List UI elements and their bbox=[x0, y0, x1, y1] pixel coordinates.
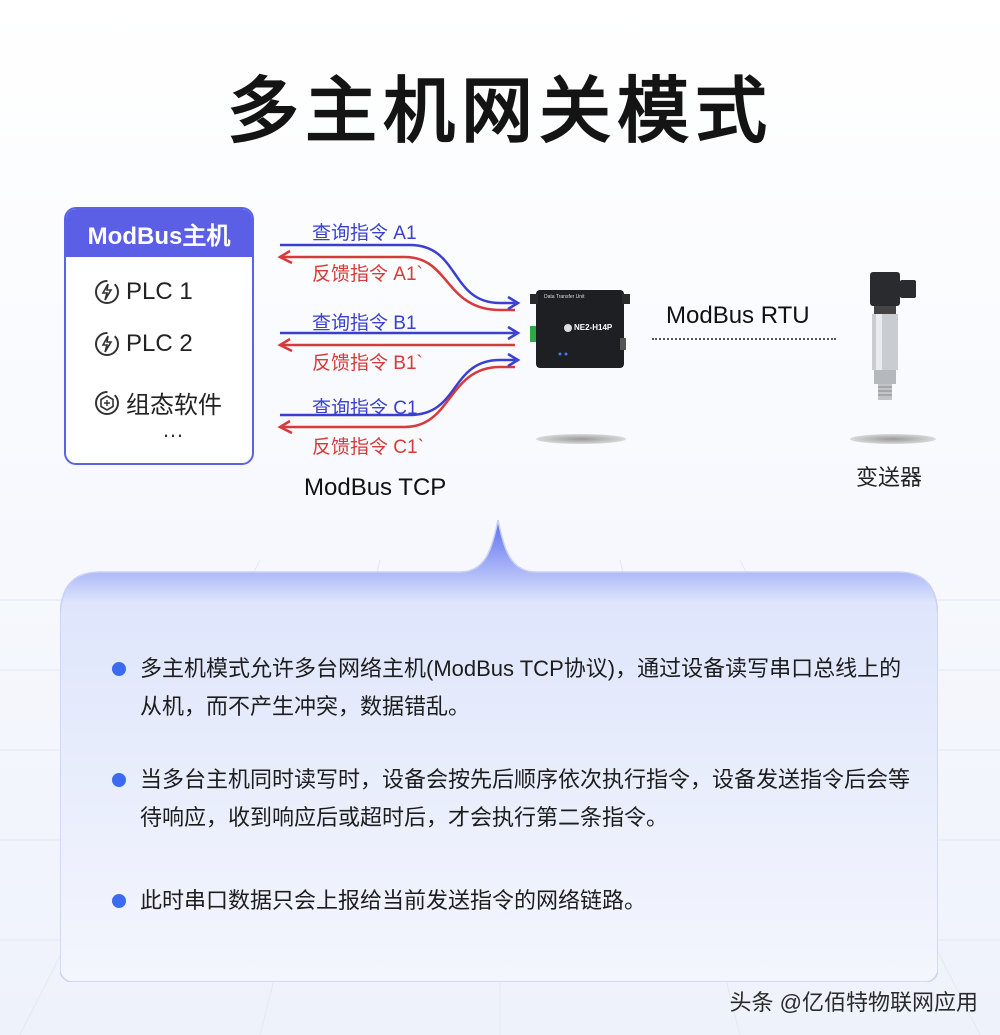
feedback-command-a1: 反馈指令 A1` bbox=[312, 264, 423, 285]
master-item-scada: 组态软件 bbox=[92, 385, 222, 420]
command-arrows bbox=[277, 243, 521, 435]
device-model-label: NE2-H14P bbox=[574, 323, 613, 332]
bullet-text: 当多台主机同时读写时，设备会按先后顺序依次执行指令，设备发送指令后会等待响应，收… bbox=[140, 767, 911, 830]
bullet-dot bbox=[112, 773, 126, 787]
page-title: 多主机网关模式 bbox=[226, 72, 773, 152]
query-command-b1: 查询指令 B1 bbox=[312, 313, 417, 334]
protocol-tcp-label: ModBus TCP bbox=[304, 474, 447, 501]
protocol-rtu-label: ModBus RTU bbox=[666, 302, 810, 329]
master-more-ellipsis: … bbox=[162, 417, 186, 442]
master-box-header: ModBus主机 bbox=[66, 209, 252, 257]
description-panel bbox=[60, 520, 938, 982]
query-command-c1: 查询指令 C1 bbox=[312, 398, 418, 419]
description-bullet-1: 多主机模式允许多台网络主机(ModBus TCP协议)，通过设备读写串口总线上的… bbox=[112, 650, 912, 726]
software-icon bbox=[95, 390, 119, 415]
master-item-plc1: PLC 1 bbox=[92, 277, 193, 307]
master-item-label: 组态软件 bbox=[126, 392, 222, 419]
transmitter-sensor-image bbox=[870, 272, 916, 400]
device-top-label: Data Transfer Unit bbox=[544, 294, 585, 300]
bullet-text: 多主机模式允许多台网络主机(ModBus TCP协议)，通过设备读写串口总线上的… bbox=[140, 656, 902, 719]
query-command-a1: 查询指令 A1 bbox=[312, 223, 417, 244]
feedback-command-c1: 反馈指令 C1` bbox=[312, 437, 424, 458]
bullet-dot bbox=[112, 662, 126, 676]
bullet-dot bbox=[112, 894, 126, 908]
transmitter-label: 变送器 bbox=[856, 465, 923, 490]
feedback-command-b1: 反馈指令 B1` bbox=[312, 353, 423, 374]
description-bullet-2: 当多台主机同时读写时，设备会按先后顺序依次执行指令，设备发送指令后会等待响应，收… bbox=[112, 761, 912, 837]
footer-watermark: 头条 @亿佰特物联网应用 bbox=[729, 990, 978, 1015]
sensor-shadow bbox=[850, 434, 936, 444]
bullet-text: 此时串口数据只会上报给当前发送指令的网络链路。 bbox=[140, 888, 647, 913]
device-shadow bbox=[536, 434, 626, 444]
plc-icon bbox=[95, 332, 119, 356]
plc-icon bbox=[95, 280, 119, 304]
rtu-dotted-link bbox=[652, 338, 836, 340]
description-bullet-3: 此时串口数据只会上报给当前发送指令的网络链路。 bbox=[112, 882, 912, 920]
modbus-master-box: ModBus主机 PLC 1 PLC 2 组态软件 … bbox=[64, 207, 254, 465]
master-item-plc2: PLC 2 bbox=[92, 329, 193, 359]
master-item-label: PLC 1 bbox=[126, 278, 193, 305]
master-item-label: PLC 2 bbox=[126, 330, 193, 357]
gateway-device-image: Data Transfer Unit NE2-H14P bbox=[530, 290, 630, 368]
